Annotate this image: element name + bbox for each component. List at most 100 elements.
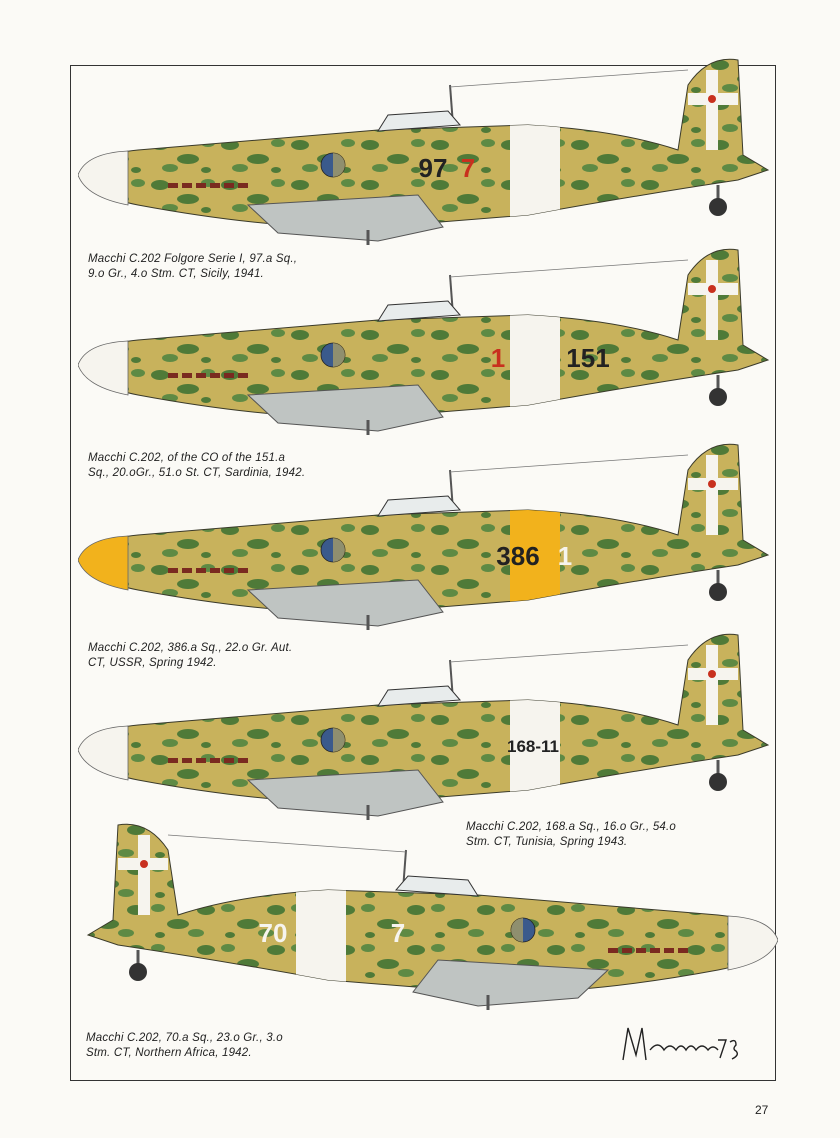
wing — [412, 959, 610, 1007]
savoy-shield — [708, 480, 716, 488]
caption-line: Macchi C.202, of the CO of the 151.a — [88, 452, 286, 464]
caption-5: Macchi C.202, 70.a Sq., 23.o Gr., 3.o St… — [86, 1031, 283, 1061]
exhaust-stack — [224, 568, 234, 573]
caption-4: Macchi C.202, 168.a Sq., 16.o Gr., 54.o … — [466, 820, 676, 850]
aircraft-number: 7 — [391, 918, 405, 948]
exhaust-stack — [168, 373, 178, 378]
caption-line: Macchi C.202, 168.a Sq., 16.o Gr., 54.o — [466, 821, 677, 833]
canopy — [377, 300, 462, 322]
aircraft-illustration: 770 — [86, 823, 779, 1010]
artist-signature — [622, 1027, 739, 1061]
spinner — [77, 150, 129, 206]
caption-line: 9.o Gr., 4.o Stm. CT, Sicily, 1941. — [88, 268, 264, 280]
caption-line: Stm. CT, Tunisia, Spring 1943. — [466, 836, 628, 848]
tail-wheel — [709, 583, 727, 601]
fuselage-markings — [296, 870, 346, 993]
canopy — [377, 110, 462, 132]
exhaust-stack — [238, 373, 248, 378]
page-frame — [70, 65, 776, 1081]
canopy — [394, 875, 479, 897]
caption-line: Macchi C.202, 386.a Sq., 22.o Gr. Aut. — [88, 642, 293, 654]
exhaust-stack — [196, 373, 206, 378]
exhaust-stack — [238, 183, 248, 188]
antenna-wire — [167, 834, 407, 853]
exhaust-stack — [168, 758, 178, 763]
exhaust-stack — [224, 373, 234, 378]
roundel-fasces — [511, 918, 523, 942]
spinner — [727, 915, 779, 971]
spinner — [77, 340, 129, 396]
wing — [246, 194, 444, 242]
savoy-shield — [708, 95, 716, 103]
spinner — [77, 725, 129, 781]
exhaust-stack — [182, 373, 192, 378]
aircraft-illustration: 168-11 — [77, 633, 770, 820]
exhaust-stack — [210, 183, 220, 188]
canopy — [377, 495, 462, 517]
caption-3: Macchi C.202, 386.a Sq., 22.o Gr. Aut. C… — [88, 641, 292, 671]
savoy-shield — [708, 285, 716, 293]
tail-wheel — [129, 963, 147, 981]
tail-wheel — [709, 198, 727, 216]
tail-cross-vertical — [706, 70, 718, 150]
antenna-wire — [449, 69, 689, 88]
caption-line: Sq., 20.oGr., 51.o St. CT, Sardinia, 194… — [88, 467, 306, 479]
exhaust-stack — [678, 948, 688, 953]
canopy — [377, 685, 462, 707]
code-number: 386 — [496, 541, 539, 571]
wing — [246, 579, 444, 627]
caption-1: Macchi C.202 Folgore Serie I, 97.a Sq., … — [88, 252, 297, 282]
exhaust-stack — [210, 373, 220, 378]
tail-wheel — [709, 773, 727, 791]
aircraft-profile-4: 168-11 — [77, 630, 778, 835]
roundel-fasces — [333, 343, 345, 367]
exhaust-stack — [182, 568, 192, 573]
roundel-fasces — [333, 728, 345, 752]
exhaust-stack — [196, 758, 206, 763]
tail-cross-vertical — [138, 835, 150, 915]
exhaust-stack — [224, 183, 234, 188]
tail-cross-vertical — [706, 260, 718, 340]
exhaust-stack — [224, 758, 234, 763]
tail-cross-vertical — [706, 455, 718, 535]
exhaust-stack — [608, 948, 618, 953]
exhaust-stack — [182, 758, 192, 763]
aircraft-illustration: 1 151 — [77, 248, 770, 435]
exhaust-stack — [650, 948, 660, 953]
exhaust-stack — [238, 758, 248, 763]
fuselage-markings — [510, 295, 560, 418]
fuselage-band — [510, 295, 560, 418]
fuselage-band — [296, 870, 346, 993]
fuselage-markings — [510, 105, 560, 228]
roundel-fasces — [333, 538, 345, 562]
caption-line: CT, USSR, Spring 1942. — [88, 657, 217, 669]
aircraft-number: 1 — [491, 343, 505, 373]
antenna-wire — [449, 454, 689, 473]
exhaust-stack — [196, 568, 206, 573]
exhaust-stack — [622, 948, 632, 953]
savoy-shield — [140, 860, 148, 868]
page-number: 27 — [755, 1103, 769, 1117]
exhaust-stack — [196, 183, 206, 188]
caption-line: Stm. CT, Northern Africa, 1942. — [86, 1047, 252, 1059]
code-number: 168-11 — [507, 737, 559, 756]
aircraft-number: 7 — [461, 153, 475, 183]
antenna-wire — [449, 644, 689, 663]
fuselage-band — [510, 105, 560, 228]
exhaust-stack — [182, 183, 192, 188]
exhaust-stack — [664, 948, 674, 953]
caption-line: Macchi C.202 Folgore Serie I, 97.a Sq., — [88, 253, 298, 265]
roundel-fasces — [333, 153, 345, 177]
aircraft-profile-2: 1 151 — [77, 245, 778, 450]
code-number: 151 — [566, 343, 609, 373]
wing — [246, 769, 444, 817]
tail-cross-vertical — [706, 645, 718, 725]
tail-wheel — [709, 388, 727, 406]
exhaust-stack — [636, 948, 646, 953]
caption-line: Macchi C.202, 70.a Sq., 23.o Gr., 3.o — [86, 1032, 283, 1044]
